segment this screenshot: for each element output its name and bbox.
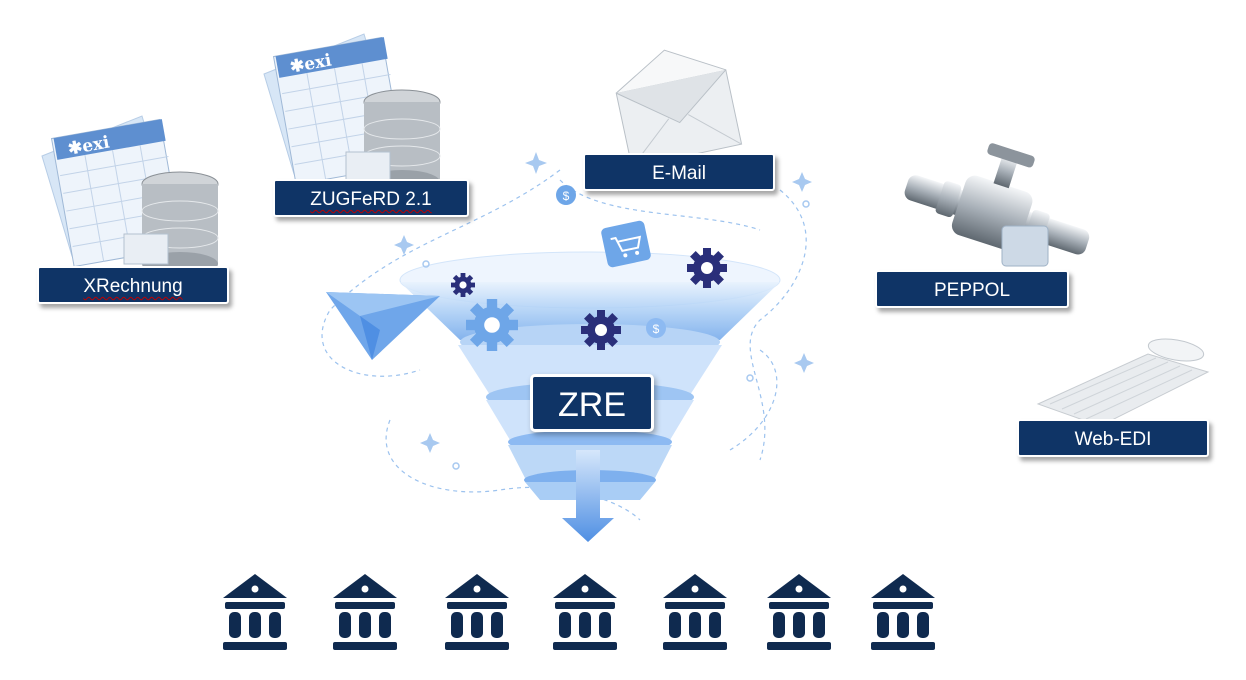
shopping-cart-icon bbox=[601, 220, 651, 268]
bank-icon bbox=[331, 572, 399, 654]
bank-icon bbox=[551, 572, 619, 654]
paper-plane-icon bbox=[326, 292, 440, 360]
svg-text:$: $ bbox=[653, 322, 660, 336]
zre-center-label: ZRE bbox=[530, 374, 654, 432]
bank-icon bbox=[443, 572, 511, 654]
bank-icon bbox=[869, 572, 937, 654]
svg-text:$: $ bbox=[563, 189, 570, 203]
bank-icon bbox=[221, 572, 289, 654]
down-arrow-icon bbox=[562, 450, 614, 542]
bank-icon bbox=[661, 572, 729, 654]
webedi-label: Web-EDI bbox=[1017, 419, 1209, 457]
bank-icon bbox=[765, 572, 833, 654]
xrechnung-label: XRechnung bbox=[37, 266, 229, 304]
zugferd-label: ZUGFeRD 2.1 bbox=[273, 179, 469, 217]
peppol-label: PEPPOL bbox=[875, 270, 1069, 308]
mouse-icon bbox=[1147, 338, 1205, 362]
email-label: E-Mail bbox=[583, 153, 775, 191]
